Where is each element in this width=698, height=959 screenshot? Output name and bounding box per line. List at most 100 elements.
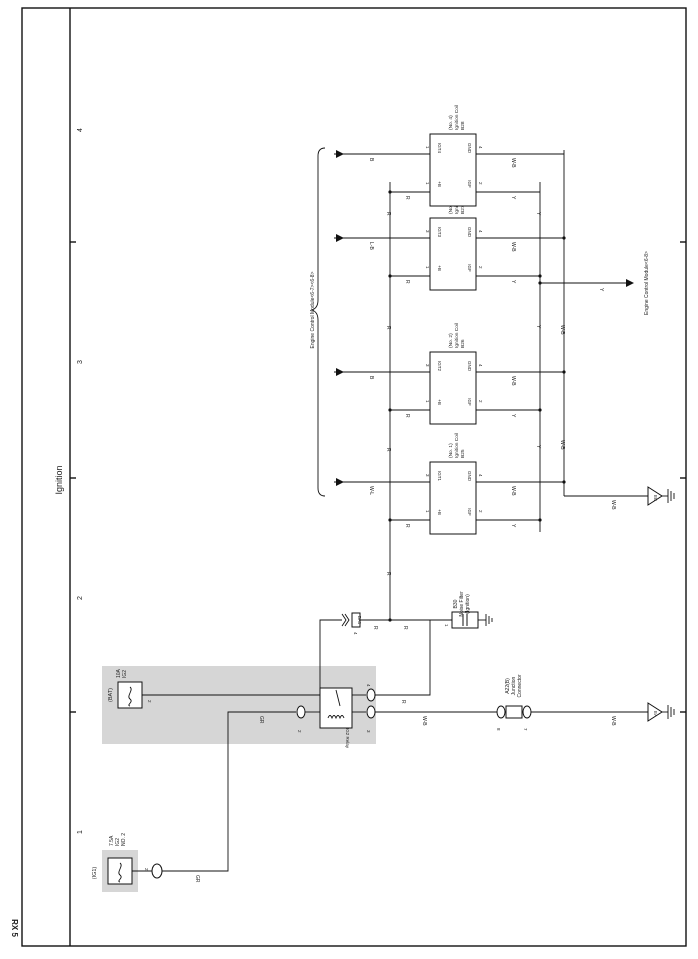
coil-pin-number: 3: [425, 474, 430, 477]
svg-text:(Ignition): (Ignition): [465, 594, 471, 614]
fuse-bat-body: [117, 681, 143, 709]
svg-text:Y: Y: [535, 325, 541, 329]
coil-name: Ignition Coil: [454, 433, 460, 458]
coil-number: (No. 4): [448, 115, 454, 130]
relay-name: IG2 Relay: [345, 728, 350, 749]
svg-text:2: 2: [144, 868, 149, 871]
coil-number: (No. 2): [448, 333, 454, 348]
wire-r-relay-out: [375, 620, 431, 696]
svg-text:Y: Y: [535, 212, 541, 216]
coil-pin-label: IGT3: [437, 227, 442, 237]
svg-text:Noise Filter: Noise Filter: [459, 591, 465, 617]
svg-text:W-B: W-B: [559, 325, 565, 335]
fuse-ig1-connector: [151, 863, 163, 879]
svg-text:2: 2: [297, 730, 302, 733]
coil-pin-number: 3: [425, 230, 430, 233]
svg-text:EB: EB: [653, 495, 658, 501]
relay-body: [319, 687, 353, 729]
fuse-bat-circuit: (BAT): [108, 688, 114, 702]
column-number-4: 4: [77, 128, 84, 132]
ground-ea: EA: [647, 702, 675, 722]
wire-color-label: Y: [510, 280, 516, 284]
coil-pin-number: 1: [425, 400, 430, 403]
svg-text:A22(B): A22(B): [505, 678, 511, 694]
svg-text:GR: GR: [258, 716, 264, 724]
fuse-bat-rating: 10A: [116, 668, 122, 678]
svg-text:2: 2: [147, 700, 152, 703]
coil-pin-number: 4: [478, 474, 483, 477]
svg-text:1: 1: [444, 624, 449, 627]
coil-body: [429, 351, 477, 425]
coil-pin-number: 4: [478, 364, 483, 367]
svg-text:R: R: [385, 572, 391, 576]
svg-text:4: 4: [366, 684, 371, 687]
coil-pin-label: IGT1: [437, 471, 442, 481]
column-number-3: 3: [77, 360, 84, 364]
wire-color-label: W-B: [510, 486, 516, 496]
ig2-relay: IG2 Relay 2 3 4: [296, 684, 376, 749]
svg-text:W-B: W-B: [610, 500, 616, 510]
svg-text:EA: EA: [653, 711, 658, 717]
coil-pin-number: 2: [478, 400, 483, 403]
svg-text:Connector: Connector: [517, 674, 523, 697]
wire-gr: [162, 711, 296, 872]
wire-color-label: L-B: [368, 242, 374, 250]
relay-connector-right-top: [366, 688, 376, 702]
coil-pin-number: 3: [425, 364, 430, 367]
coil-name: Ignition Coil: [454, 105, 460, 130]
coil-pin-number: 4: [478, 230, 483, 233]
fuse-ig1-rating: 7.5A: [109, 835, 115, 846]
coil-pin-number: 1: [425, 146, 430, 149]
connector-ba1: BA1 4: [341, 612, 362, 635]
wire-color-label: B: [368, 158, 374, 162]
coil-ref: B28: [460, 121, 466, 130]
fuse-bat-ref: IG2: [122, 670, 128, 678]
coil-pin-label: IGF: [467, 264, 472, 272]
coil-pin-label: +B: [437, 265, 442, 271]
svg-text:R: R: [385, 212, 391, 216]
coil-body: [429, 461, 477, 535]
wire-color-label: R: [404, 414, 410, 418]
relay-connector-right-bottom: [366, 705, 376, 719]
coil-body: [429, 133, 477, 207]
ground-eb: EB: [647, 486, 675, 506]
svg-text:R: R: [385, 448, 391, 452]
page-title: Ignition: [54, 465, 64, 494]
wire-color-label: W-B: [510, 158, 516, 168]
svg-text:7: 7: [523, 728, 528, 731]
svg-text:B30: B30: [453, 599, 459, 608]
coil-pin-label: IGF: [467, 398, 472, 406]
arrow-icon: [336, 234, 344, 242]
coil-pin-number: 4: [478, 146, 483, 149]
coil-pin-label: +B: [437, 509, 442, 515]
svg-text:BA1: BA1: [357, 616, 362, 625]
coil-pin-label: GND: [467, 143, 472, 154]
wire-color-label: W-B: [510, 242, 516, 252]
fuse-ig1-name: NO. 2: [121, 833, 127, 846]
svg-text:4: 4: [353, 632, 358, 635]
coil-pin-label: GND: [467, 471, 472, 482]
coil-pin-label: IGF: [467, 180, 472, 188]
column-number-2: 2: [77, 596, 84, 600]
coil-pin-label: IGT2: [437, 361, 442, 371]
page-frame: [21, 7, 687, 947]
fuse-ig1-ref: IG2: [115, 838, 121, 846]
column-number-1: 1: [77, 830, 84, 834]
wire-color-label: R: [404, 196, 410, 200]
coil-ref: B26: [460, 339, 466, 348]
svg-text:8: 8: [496, 728, 501, 731]
wire-color-label: W-L: [368, 486, 374, 495]
coil-pin-label: +B: [437, 181, 442, 187]
column-ticks: [70, 241, 686, 713]
fuse-bat-icon: [128, 686, 132, 707]
wire-color-label: R: [404, 280, 410, 284]
relay-coil-icon: [327, 715, 345, 720]
arrow-icon: [336, 478, 344, 486]
coil-pin-number: 1: [425, 510, 430, 513]
wire-color-label: B: [368, 376, 374, 380]
arrow-icon: [336, 368, 344, 376]
